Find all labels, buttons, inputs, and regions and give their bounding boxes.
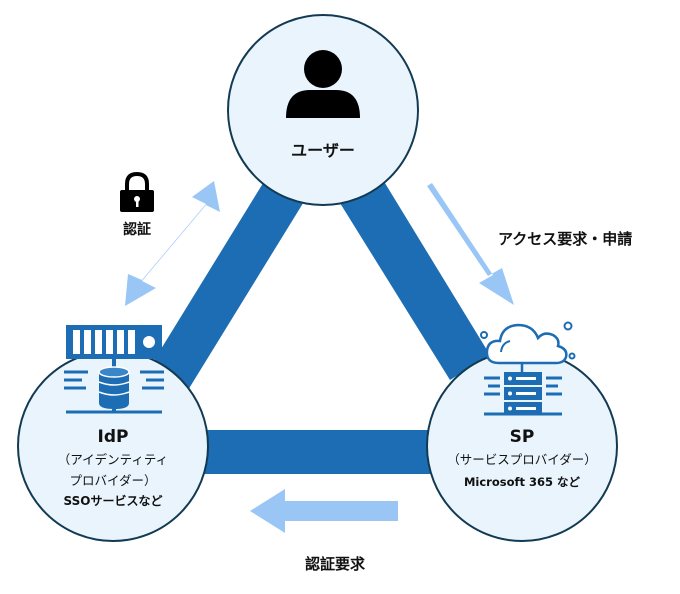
server-database-icon <box>64 325 164 414</box>
auth-arrow <box>125 181 220 306</box>
edge-user-sp <box>335 175 490 380</box>
triangle-edges <box>145 175 490 474</box>
idp-title: IdP <box>97 427 129 447</box>
access-request-label: アクセス要求・申請 <box>498 230 633 248</box>
auth-label: 認証 <box>123 222 151 238</box>
idp-subtitle-line1: （アイデンティティ <box>57 452 169 467</box>
sp-example: Microsoft 365 など <box>463 475 581 489</box>
edge-idp-sp <box>190 430 450 474</box>
auth-request-arrow <box>250 489 398 533</box>
cloud-server-icon <box>480 321 576 416</box>
idp-subtitle-line2: プロバイダー） <box>69 473 157 488</box>
person-icon <box>286 50 360 118</box>
lock-icon <box>120 171 154 212</box>
user-title: ユーザー <box>291 141 355 160</box>
idp-example: SSOサービスなど <box>63 494 163 508</box>
access-request-arrow <box>427 183 514 305</box>
sp-title: SP <box>509 427 535 447</box>
flow-arrows <box>125 181 514 533</box>
auth-request-label: 認証要求 <box>304 555 365 573</box>
sp-subtitle: （サービスプロバイダー） <box>447 452 597 467</box>
edge-user-idp <box>145 180 305 395</box>
